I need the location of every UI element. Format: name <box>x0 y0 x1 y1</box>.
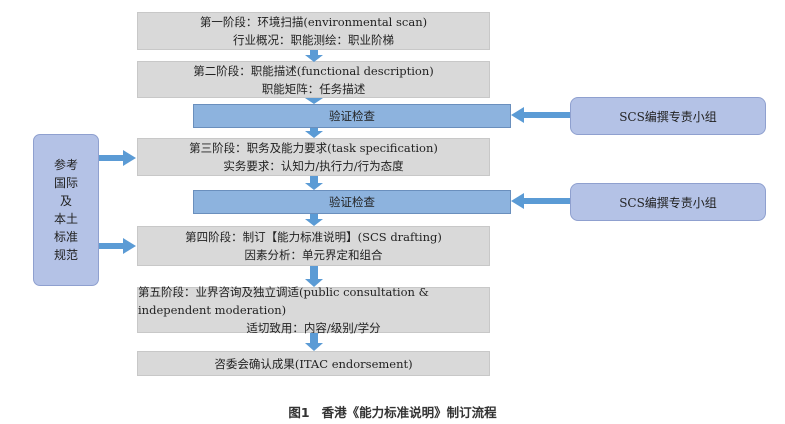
final-stage-box: 咨委会确认成果(ITAC endorsement) <box>137 351 490 376</box>
reference-line-4: 本土 <box>53 212 78 226</box>
stage-3-title: 第三阶段：职务及能力要求(task specification) <box>189 141 438 155</box>
stage-4-title: 第四阶段：制订【能力标准说明】(SCS drafting) <box>185 230 442 244</box>
verification-check-2-label: 验证检查 <box>329 195 375 209</box>
verification-check-1: 验证检查 <box>193 104 511 128</box>
down-arrow-2 <box>305 98 323 104</box>
reference-arrow-1 <box>99 150 136 166</box>
down-arrow-7 <box>305 333 323 351</box>
final-stage-label: 咨委会确认成果(ITAC endorsement) <box>214 356 413 371</box>
scs-team-label-1: SCS编撰专责小组 <box>619 109 717 124</box>
reference-line-2: 国际 <box>53 176 78 190</box>
down-arrow-4 <box>305 176 323 190</box>
stage-5-box: 第五阶段：业界咨询及独立调适(public consultation & ind… <box>137 285 490 335</box>
stage-2-box: 第二阶段：职能描述(functional description) 职能矩阵：任… <box>137 61 490 98</box>
down-arrow-1 <box>305 50 323 62</box>
figure-number: 图1 <box>288 405 310 420</box>
stage-5-title: 第五阶段：业界咨询及独立调适(public consultation & ind… <box>138 285 429 317</box>
down-arrow-5 <box>305 214 323 226</box>
figure-caption: 图1 香港《能力标准说明》制订流程 <box>0 402 785 421</box>
reference-line-6: 规范 <box>53 248 78 262</box>
reference-standards-box: 参考 国际 及 本土 标准 规范 <box>33 134 99 286</box>
scs-team-label-2: SCS编撰专责小组 <box>619 195 717 210</box>
stage-3-detail: 实务要求：认知力/执行力/行为态度 <box>223 159 404 173</box>
stage-2-title: 第二阶段：职能描述(functional description) <box>193 63 434 78</box>
stage-1-detail: 行业概况：职能测绘：职业阶梯 <box>233 33 394 47</box>
scs-team-box-1: SCS编撰专责小组 <box>570 97 766 135</box>
stage-4-box: 第四阶段：制订【能力标准说明】(SCS drafting) 因素分析：单元界定和… <box>137 226 490 266</box>
team-arrow-2 <box>511 193 570 209</box>
reference-line-1: 参考 <box>53 158 78 172</box>
down-arrow-6 <box>305 266 323 287</box>
verification-check-1-label: 验证检查 <box>329 109 375 123</box>
stage-1-title: 第一阶段：环境扫描(environmental scan) <box>199 15 428 29</box>
stage-1-box: 第一阶段：环境扫描(environmental scan) 行业概况：职能测绘：… <box>137 12 490 50</box>
stage-4-detail: 因素分析：单元界定和组合 <box>244 248 383 262</box>
verification-check-2: 验证检查 <box>193 190 511 214</box>
figure-title: 香港《能力标准说明》制订流程 <box>321 405 497 420</box>
stage-3-box: 第三阶段：职务及能力要求(task specification) 实务要求：认知… <box>137 138 490 176</box>
down-arrow-3 <box>305 128 323 138</box>
stage-5-detail: 适切致用：内容/级别/学分 <box>246 321 381 335</box>
team-arrow-1 <box>511 107 570 123</box>
stage-2-detail: 职能矩阵：任务描述 <box>261 81 366 96</box>
scs-team-box-2: SCS编撰专责小组 <box>570 183 766 221</box>
reference-line-3: 及 <box>59 194 72 208</box>
reference-line-5: 标准 <box>53 230 78 244</box>
reference-arrow-2 <box>99 238 136 254</box>
